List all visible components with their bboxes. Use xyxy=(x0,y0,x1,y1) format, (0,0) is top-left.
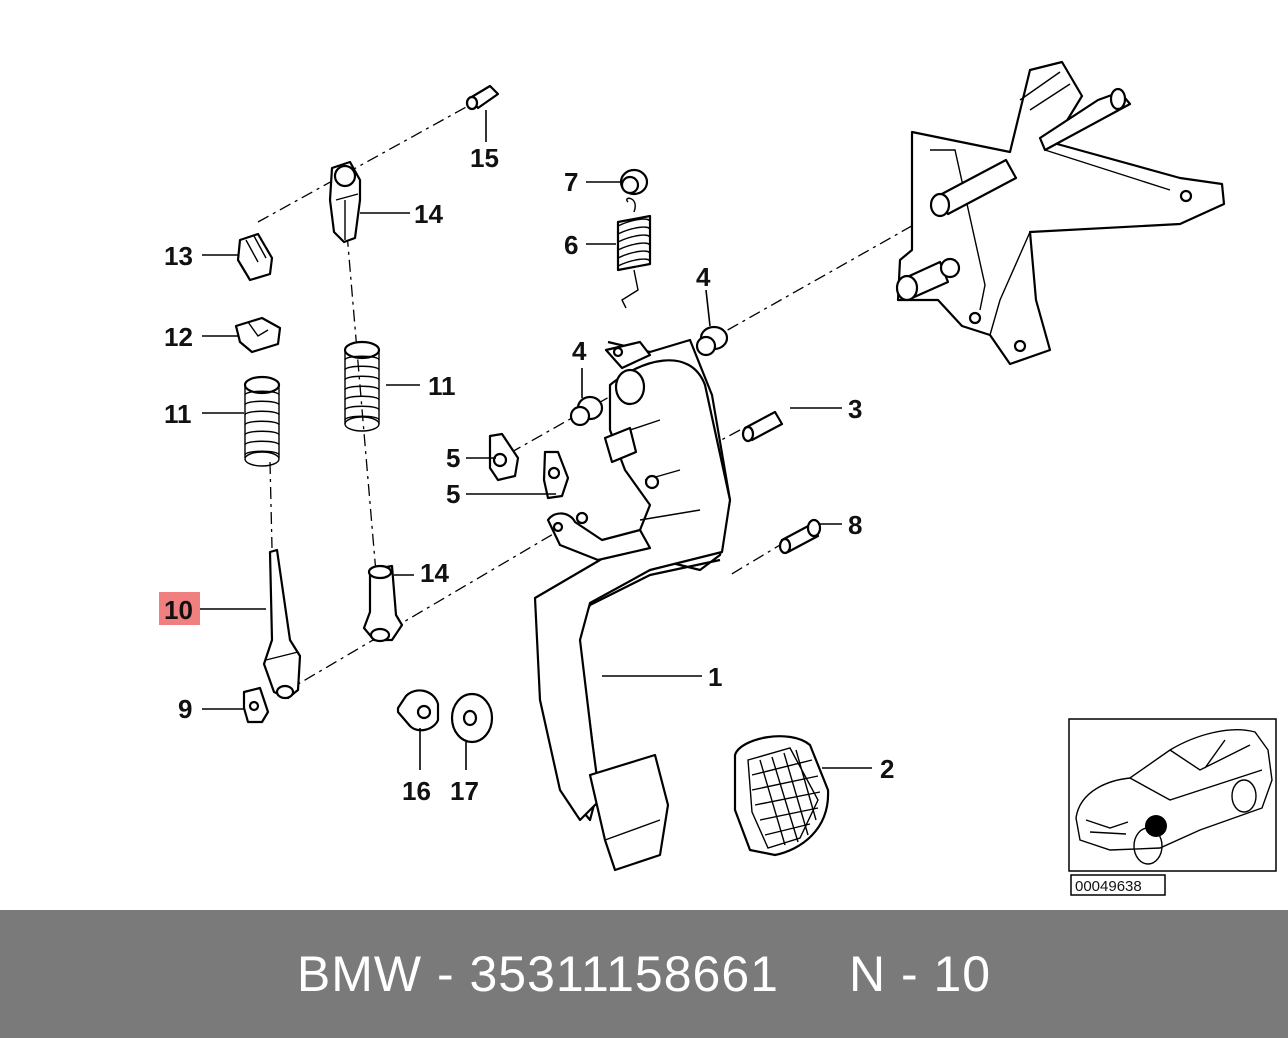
callout-4-upper: 4 xyxy=(696,262,711,292)
clip-13 xyxy=(236,232,274,282)
callout-6: 6 xyxy=(564,230,578,260)
callout-5-upper: 5 xyxy=(446,443,460,473)
callout-10: 10 xyxy=(164,595,193,625)
holder-14-upper xyxy=(328,160,362,244)
holder-14-lower xyxy=(362,564,404,643)
callout-2: 2 xyxy=(880,754,894,784)
callout-11-left: 11 xyxy=(164,399,192,429)
callout-12: 12 xyxy=(164,322,193,352)
bumper-16 xyxy=(396,689,440,732)
callout-4-lower: 4 xyxy=(572,336,587,366)
cap-7 xyxy=(619,168,649,196)
parts-diagram: 1 2 3 4 4 5 5 6 7 8 9 10 11 11 12 13 14 … xyxy=(159,60,1277,896)
inset-car-thumbnail: 00049638 xyxy=(1068,718,1277,896)
clip-9 xyxy=(242,686,270,724)
washer-17 xyxy=(450,692,494,744)
pedal-lever xyxy=(533,338,732,872)
clip-5-lower xyxy=(542,450,570,500)
pedal-pad xyxy=(733,735,830,857)
callout-13: 13 xyxy=(164,241,193,271)
pin-8 xyxy=(778,518,822,555)
position-label: N - 10 xyxy=(848,946,992,1002)
callout-labels: 1 2 3 4 4 5 5 6 7 8 9 10 11 11 12 13 14 … xyxy=(164,143,894,806)
callout-14-lower: 14 xyxy=(420,558,449,588)
location-marker xyxy=(1145,815,1167,837)
callout-14-upper: 14 xyxy=(414,199,443,229)
spring-11-left xyxy=(243,375,281,467)
callout-7: 7 xyxy=(564,167,578,197)
callout-8: 8 xyxy=(848,510,862,540)
spring-6 xyxy=(616,197,652,309)
callout-11-right: 11 xyxy=(428,371,456,401)
clip-12 xyxy=(234,316,282,354)
rod-10 xyxy=(262,548,302,700)
inset-code: 00049638 xyxy=(1075,878,1142,895)
leader-lines xyxy=(200,110,872,770)
pin-3 xyxy=(741,410,784,443)
callout-1: 1 xyxy=(708,662,722,692)
callout-17: 17 xyxy=(450,776,479,806)
footer-bar: BMW - 35311158661 N - 10 xyxy=(0,910,1288,1038)
spring-11-right xyxy=(343,340,381,432)
callout-16: 16 xyxy=(402,776,431,806)
pedal-bracket xyxy=(895,60,1226,366)
callout-5-lower: 5 xyxy=(446,479,460,509)
callout-9: 9 xyxy=(178,694,192,724)
bushing-4-upper xyxy=(695,325,729,357)
clip-5-upper xyxy=(488,432,520,482)
callout-15: 15 xyxy=(470,143,499,173)
part-number-label: BMW - 35311158661 xyxy=(296,946,779,1002)
callout-10-highlight xyxy=(159,592,200,625)
callout-3: 3 xyxy=(848,394,862,424)
pin-15 xyxy=(465,84,500,111)
bushing-4-lower xyxy=(569,395,604,427)
